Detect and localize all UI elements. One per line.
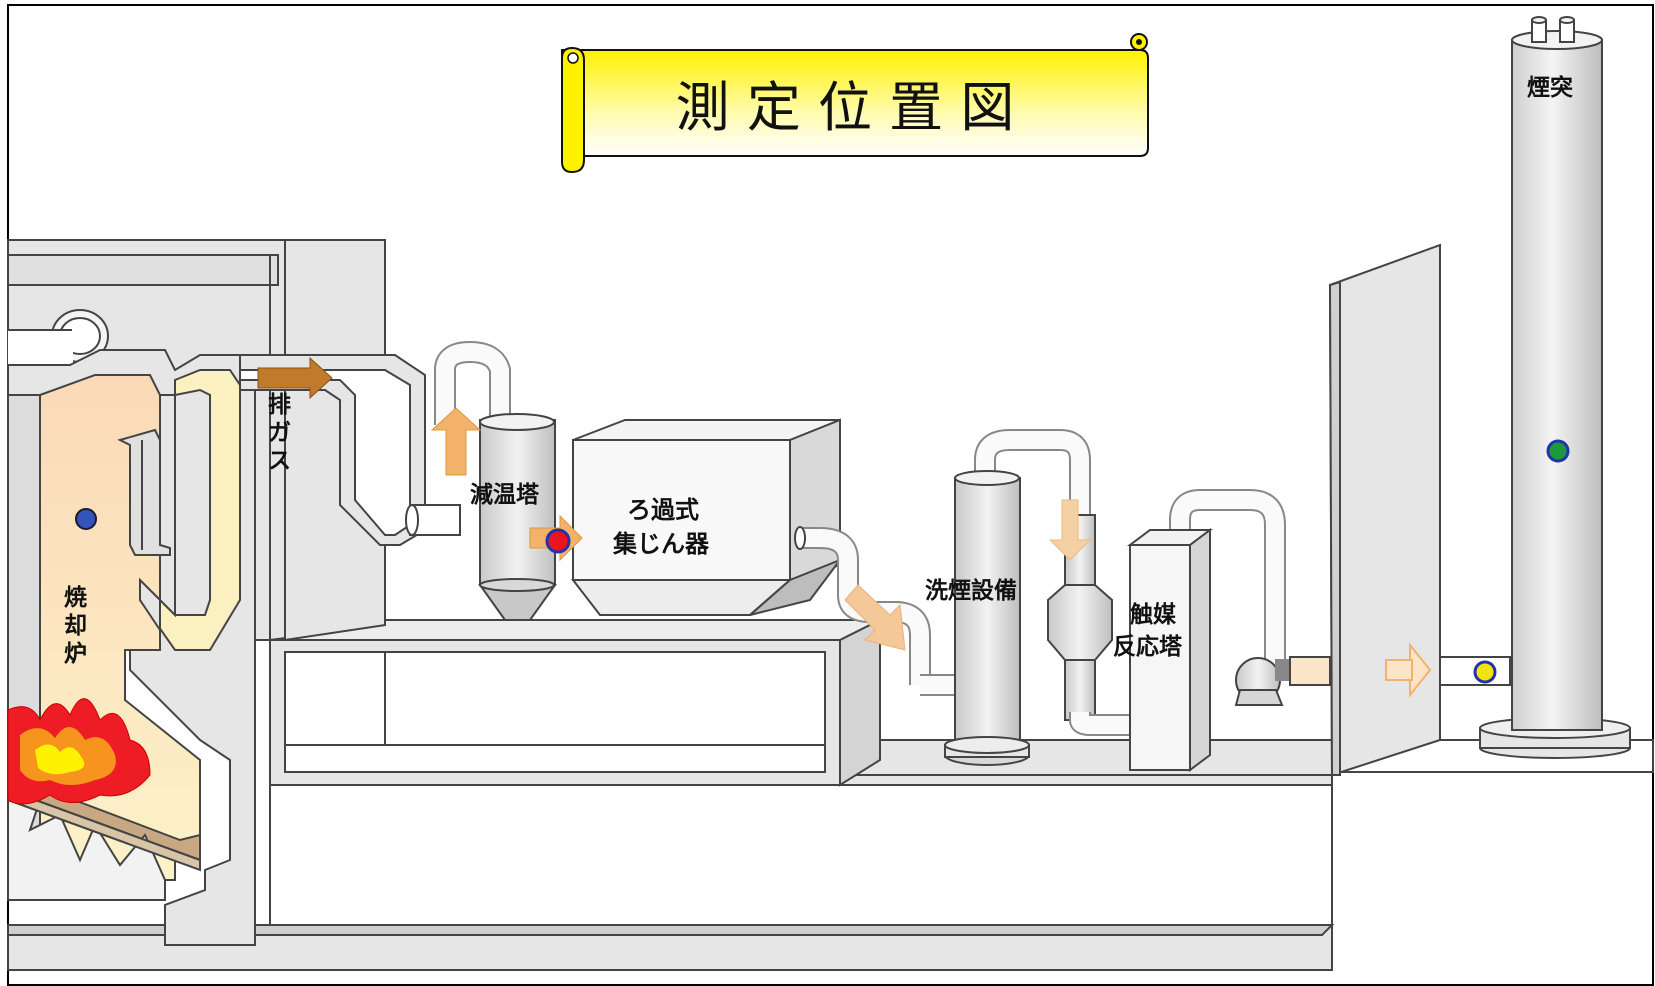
label-exhaust-gas-1: 排 (268, 392, 291, 418)
label-cooling-tower: 減温塔 (470, 482, 540, 508)
label-exhaust-gas-2: ガ (268, 420, 291, 446)
label-bag-filter-1: ろ過式 (627, 496, 699, 524)
label-catalyst-1: 触媒 (1130, 601, 1177, 628)
arrow-reheater-down (1048, 499, 1092, 561)
measurement-markers (75, 439, 1570, 684)
label-exhaust-gas-3: ス (268, 448, 291, 474)
chimney (1479, 16, 1631, 759)
title-banner: 測 定 位 置 図 (561, 33, 1149, 174)
label-incinerator-1: 焼 (64, 584, 87, 611)
marker-chimney (1546, 439, 1570, 463)
platform (269, 618, 881, 787)
label-incinerator-3: 炉 (64, 640, 87, 667)
label-incinerator-2: 却 (64, 613, 87, 639)
catalyst-reactor (1127, 489, 1295, 772)
marker-cooling-tower-outlet (545, 528, 571, 554)
reheater (1047, 514, 1135, 736)
marker-chimney-inlet (1473, 660, 1497, 684)
equipment-labels: 排 ガ ス 減温塔 ろ過式 集じん器 洗煙設備 触媒 反応塔 煙突 焼 却 炉 (64, 74, 1573, 667)
page-title: 測 定 位 置 図 (676, 76, 1015, 139)
label-catalyst-2: 反応塔 (1113, 633, 1183, 660)
label-chimney: 煙突 (1527, 74, 1573, 101)
label-scrubber: 洗煙設備 (925, 577, 1017, 604)
arrow-cooling-up (430, 407, 482, 476)
arrow-to-scrubber (844, 584, 906, 651)
cooling-tower (405, 340, 557, 621)
scrubber-tower (894, 429, 1091, 766)
marker-incinerator (75, 508, 97, 530)
furnace-flame (7, 698, 151, 805)
label-bag-filter-2: 集じん器 (612, 530, 710, 558)
divider-wall (1289, 243, 1511, 777)
arrow-exhaust (257, 356, 333, 400)
